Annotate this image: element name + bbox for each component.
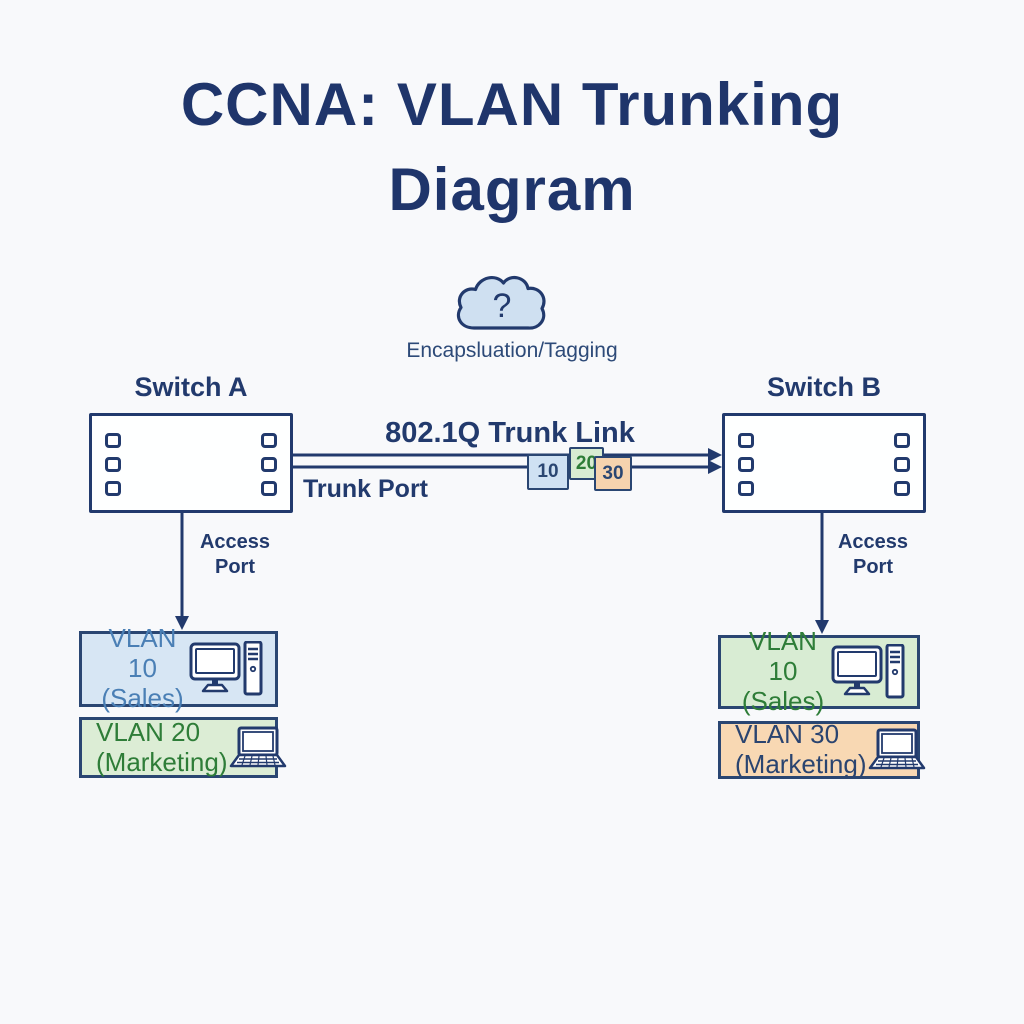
switch-port bbox=[261, 433, 277, 448]
switch-port bbox=[894, 457, 910, 472]
vlan-label: VLAN 10 (Sales) bbox=[96, 623, 189, 714]
switch-port bbox=[261, 457, 277, 472]
trunk-port-label: Trunk Port bbox=[303, 475, 429, 503]
switch-port bbox=[738, 457, 754, 472]
vlan-label: VLAN 20 (Marketing) bbox=[96, 716, 228, 778]
switch-b-label: Switch B bbox=[766, 372, 881, 402]
switch-port bbox=[894, 433, 910, 448]
encapsulation-label: Encapsluation/Tagging bbox=[406, 339, 618, 362]
access-port-label-right: Access Port bbox=[837, 531, 909, 578]
vlan-box-right-sales: VLAN 10 (Sales) bbox=[718, 626, 920, 716]
vlan-label: VLAN 10 (Sales) bbox=[735, 626, 831, 717]
vlan-dept: (Marketing) bbox=[96, 746, 228, 777]
switch-port bbox=[738, 481, 754, 496]
switch-port bbox=[105, 481, 121, 496]
access-port-label-left: Access Port bbox=[199, 531, 271, 578]
vlan-dept: (Marketing) bbox=[735, 749, 867, 779]
vlan-box-right-marketing: VLAN 30 (Marketing) bbox=[718, 719, 926, 780]
page-title-line2: Diagram bbox=[388, 156, 636, 224]
trunk-arrowhead-lower bbox=[708, 460, 722, 474]
laptop-icon bbox=[869, 728, 926, 770]
vlan-name: VLAN 10 bbox=[108, 623, 177, 684]
cloud-question-mark: ? bbox=[493, 287, 512, 325]
vlan-dept: (Sales) bbox=[741, 685, 825, 716]
cloud-shape bbox=[456, 275, 546, 330]
vlan-dept: (Sales) bbox=[101, 682, 184, 713]
vlan-tag-10: 10 bbox=[527, 454, 569, 490]
vlan-box-left-sales: VLAN 10 (Sales) bbox=[79, 623, 278, 713]
switch-port bbox=[261, 481, 277, 496]
switch-a-box bbox=[89, 413, 293, 513]
vlan-tag-30: 30 bbox=[594, 456, 632, 491]
trunk-link-label: 802.1Q Trunk Link bbox=[385, 417, 635, 449]
cloud-question-icon: ? bbox=[452, 270, 552, 342]
cloud-icon: ? bbox=[456, 275, 546, 330]
page-title-line1: CCNA: VLAN Trunking bbox=[180, 71, 844, 138]
page-title: CCNA: VLAN Trunking Diagram bbox=[0, 62, 1024, 232]
desktop-computer-icon bbox=[831, 644, 905, 699]
trunk-arrowhead-upper bbox=[708, 448, 722, 462]
vlan-label: VLAN 30 (Marketing) bbox=[735, 719, 867, 780]
laptop-icon bbox=[230, 726, 287, 767]
vlan-name: VLAN 10 bbox=[749, 626, 817, 687]
desktop-computer-icon bbox=[189, 641, 263, 696]
vlan-box-left-marketing: VLAN 20 (Marketing) bbox=[79, 716, 287, 778]
vlan-name: VLAN 30 bbox=[735, 719, 840, 750]
switch-b-box bbox=[722, 413, 926, 513]
switch-port bbox=[894, 481, 910, 496]
switch-port bbox=[105, 457, 121, 472]
vlan-name: VLAN 20 bbox=[96, 716, 201, 747]
switch-port bbox=[738, 433, 754, 448]
switch-a-label: Switch A bbox=[134, 372, 248, 402]
switch-port bbox=[105, 433, 121, 448]
